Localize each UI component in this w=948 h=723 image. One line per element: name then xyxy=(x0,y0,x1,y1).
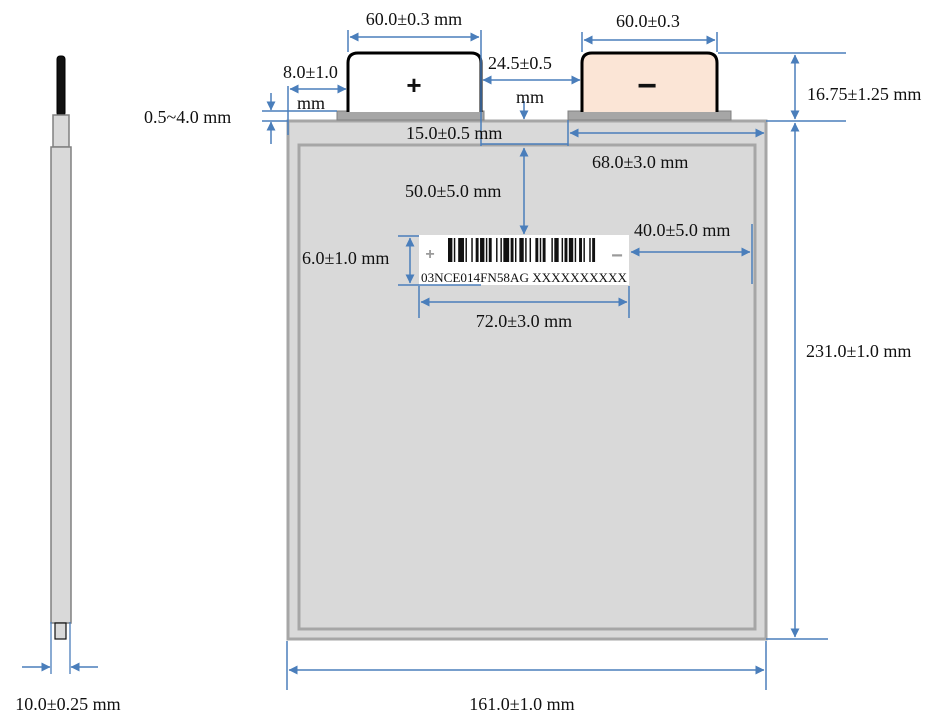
barcode-bar xyxy=(568,238,574,262)
positive-terminal: + xyxy=(346,51,483,112)
barcode-bar xyxy=(519,238,524,262)
negative-terminal: − xyxy=(580,51,719,112)
tab-edge-offset-text-1: 8.0±1.0 xyxy=(283,62,338,82)
sealant-height-text: 0.5~4.0 mm xyxy=(144,107,231,127)
neg-tab-position-text: 68.0±3.0 mm xyxy=(592,152,688,172)
barcode-bar xyxy=(514,238,517,262)
barcode-bar xyxy=(465,238,467,262)
positive-symbol: + xyxy=(406,70,421,100)
positive-tab-sealant xyxy=(336,110,485,121)
label-right-offset-text: 40.0±5.0 mm xyxy=(634,220,730,240)
cell-label: + − 03NCE014FN58AG XXXXXXXXXX xyxy=(419,235,629,285)
tab-edge-offset-text-2: mm xyxy=(297,93,325,113)
barcode-bar xyxy=(583,238,585,262)
barcode-bar xyxy=(564,238,568,262)
barcode-bar xyxy=(579,238,582,262)
negative-symbol: − xyxy=(637,67,657,105)
barcode-bar xyxy=(480,238,485,262)
barcode-bar xyxy=(471,238,473,262)
barcode-bar xyxy=(485,238,488,262)
barcode-bar xyxy=(539,238,542,262)
side-view: 10.0±0.25 mm xyxy=(15,55,121,714)
barcode-bar xyxy=(574,238,577,262)
label-code: 03NCE014FN58AG XXXXXXXXXX xyxy=(421,270,628,285)
barcode-bar xyxy=(554,238,559,262)
barcode-bar xyxy=(500,238,502,262)
barcode-bar xyxy=(529,238,532,262)
barcode-bar xyxy=(510,238,514,262)
dimension-lines xyxy=(262,30,846,690)
side-view-body xyxy=(50,146,72,624)
barcode-bar xyxy=(535,238,539,262)
dimension-texts: 60.0±0.3 mm 60.0±0.3 8.0±1.0 mm 24.5±0.5… xyxy=(144,9,921,714)
tab-height-text: 16.75±1.25 mm xyxy=(807,84,921,104)
barcode-bar xyxy=(525,238,527,262)
barcode-bar xyxy=(448,238,453,262)
side-view-sealant xyxy=(52,114,70,148)
cell-height-text: 231.0±1.0 mm xyxy=(806,341,911,361)
cell-width-text: 161.0±1.0 mm xyxy=(469,694,574,714)
cell-inner-border xyxy=(297,143,757,631)
label-minus-mark: − xyxy=(611,245,623,267)
barcode-bar xyxy=(542,238,546,262)
thickness-dimension: 10.0±0.25 mm xyxy=(15,694,120,714)
label-top-offset-text: 50.0±5.0 mm xyxy=(405,181,501,201)
front-view: + − + − 03NCE014FN58AG XXXXXXXXXX xyxy=(286,51,768,641)
pos-tab-width-text: 60.0±0.3 mm xyxy=(366,9,462,29)
barcode xyxy=(448,238,596,262)
barcode-bar xyxy=(551,238,553,262)
label-width-text: 72.0±3.0 mm xyxy=(476,311,572,331)
label-plus-mark: + xyxy=(425,246,434,263)
cell-body xyxy=(286,119,768,641)
barcode-bar xyxy=(488,238,492,262)
label-height-text: 6.0±1.0 mm xyxy=(302,248,389,268)
barcode-bar xyxy=(453,238,456,262)
negative-tab-sealant xyxy=(567,110,732,121)
barcode-bar xyxy=(503,238,510,262)
neg-tab-width-text: 60.0±0.3 xyxy=(616,11,680,31)
tab-gap-text-2: mm xyxy=(516,87,544,107)
tab-gap-text-1: 24.5±0.5 xyxy=(488,53,552,73)
barcode-bar xyxy=(458,238,465,262)
barcode-bar xyxy=(592,238,596,262)
barcode-bar xyxy=(496,238,498,262)
barcode-bar xyxy=(475,238,479,262)
side-view-bottom-tab xyxy=(54,622,67,640)
barcode-bar xyxy=(561,238,564,262)
side-view-tab xyxy=(56,55,66,117)
center-offset-text: 15.0±0.5 mm xyxy=(406,123,502,143)
barcode-bar xyxy=(589,238,591,262)
